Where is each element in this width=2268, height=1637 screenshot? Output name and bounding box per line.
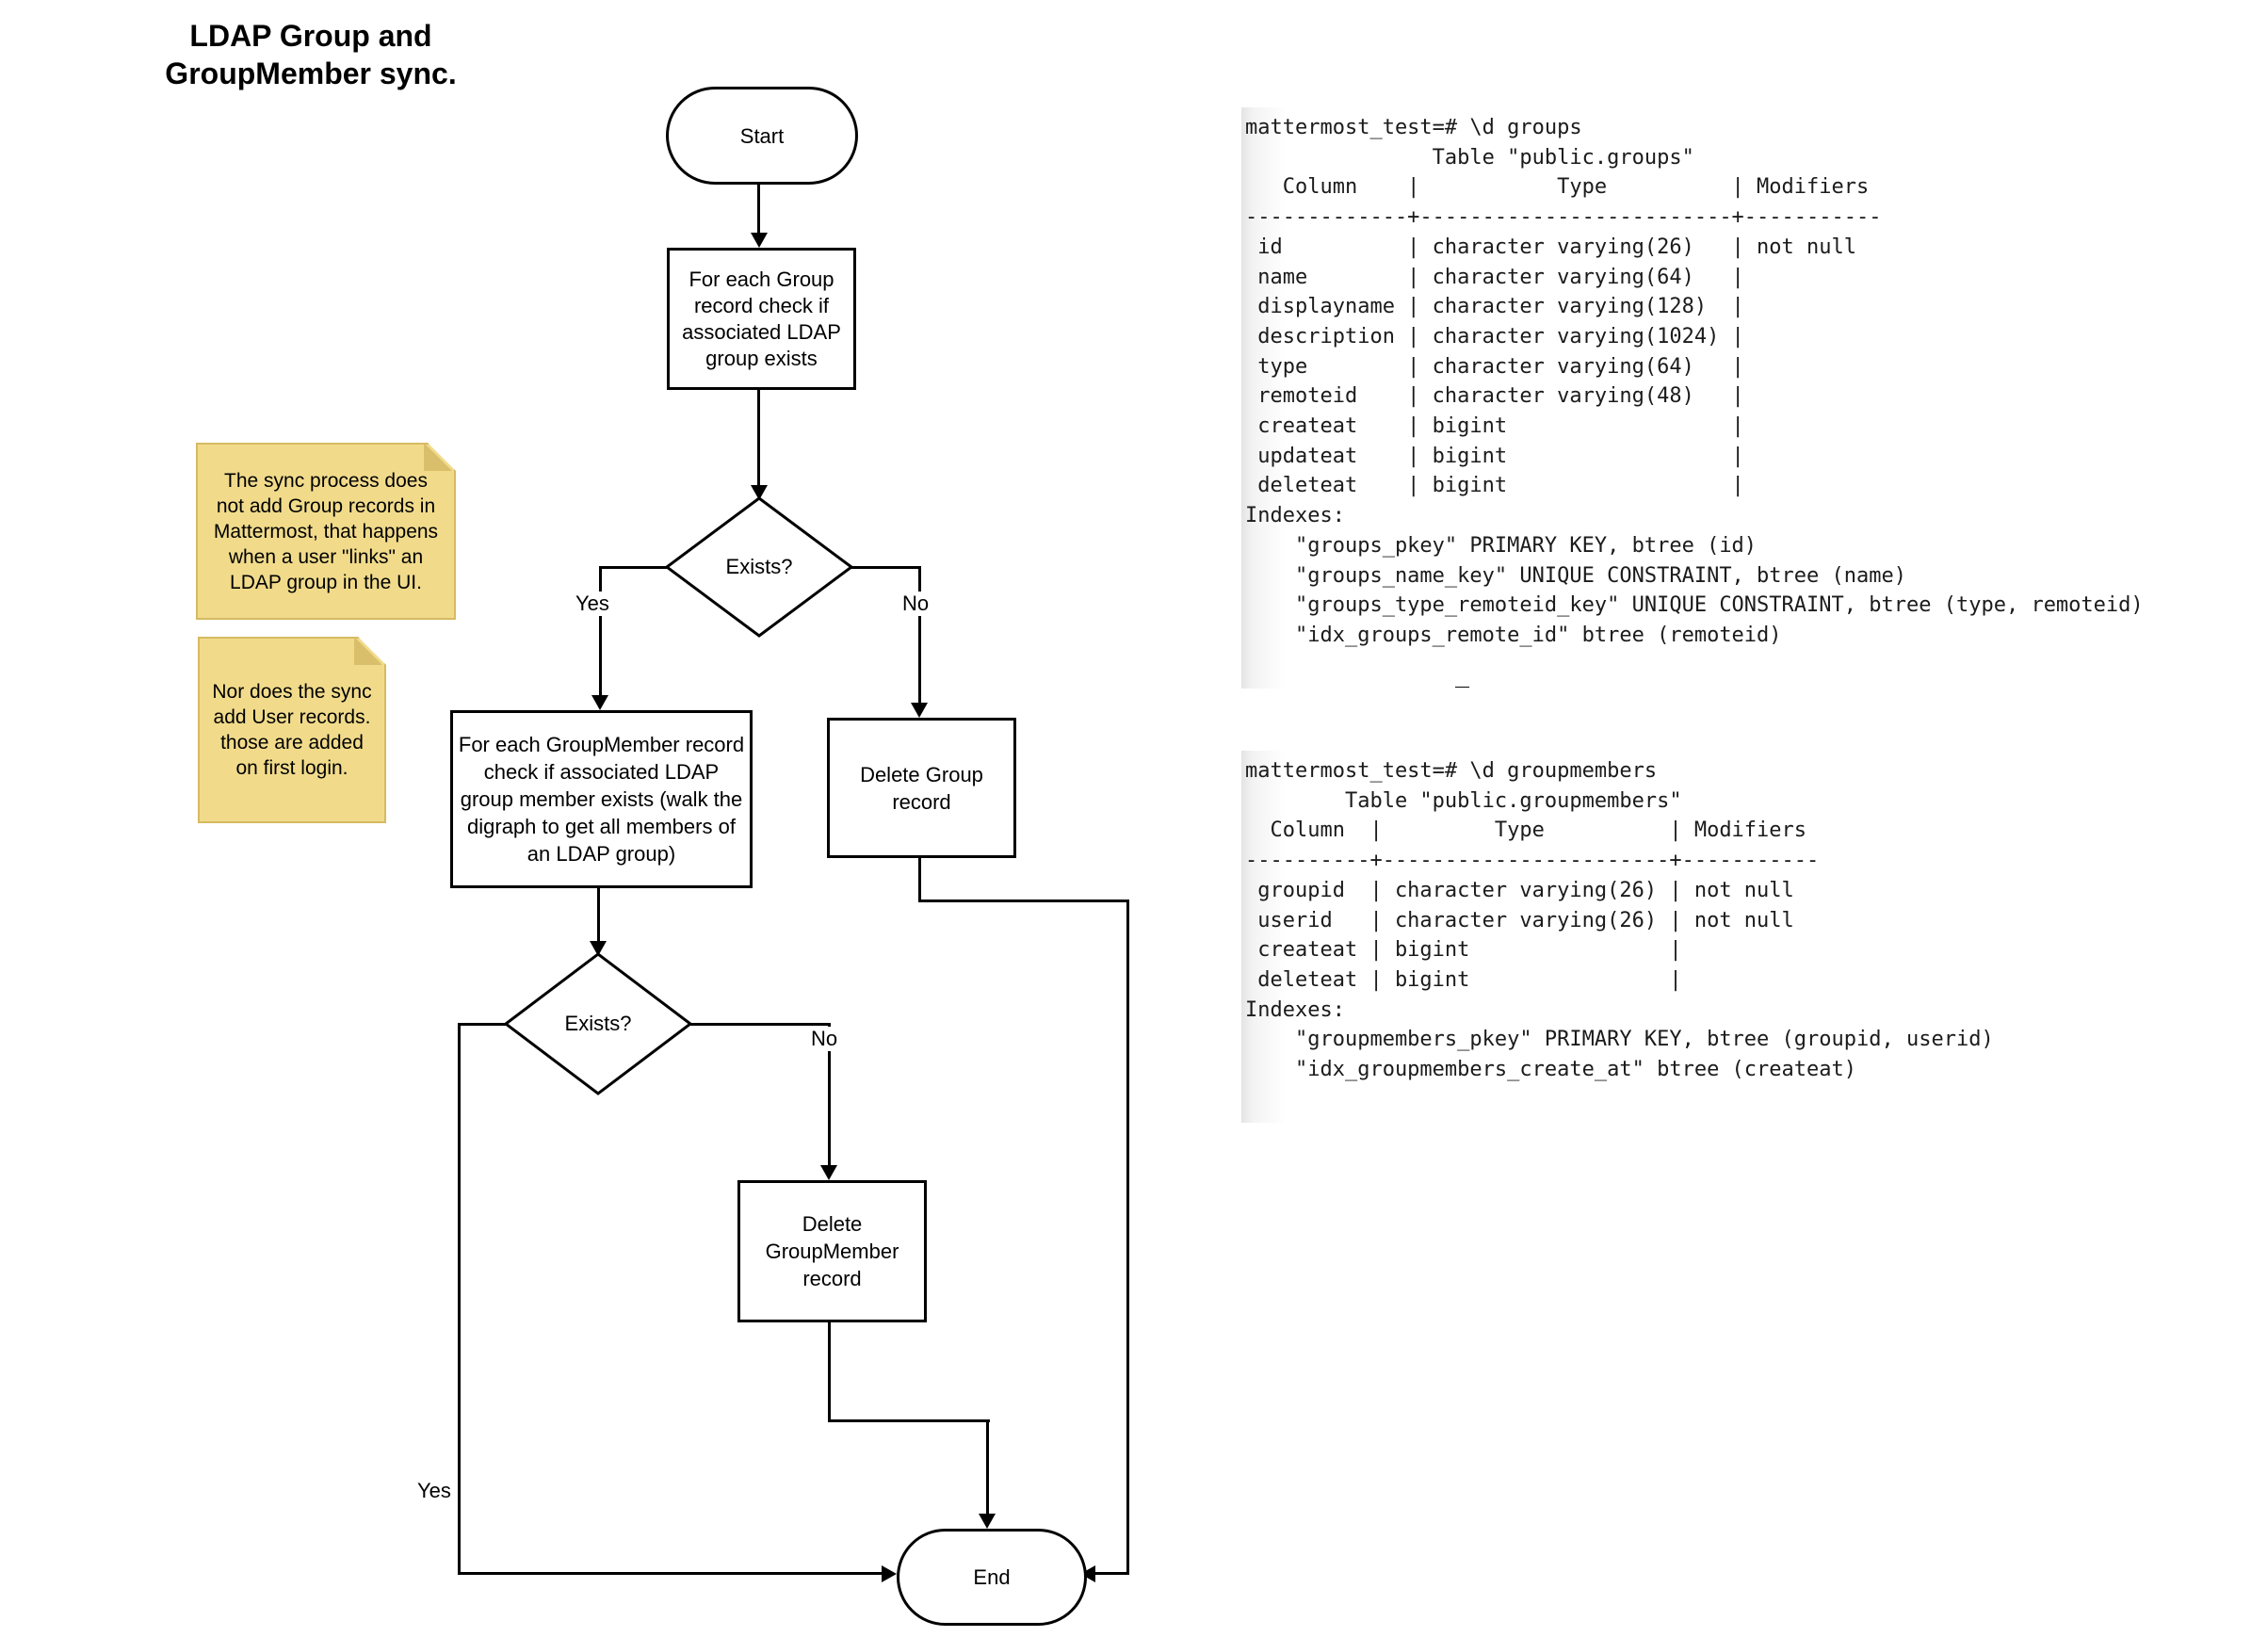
sticky-note-user-records: Nor does the sync add User records. thos… xyxy=(198,637,386,823)
arrowhead xyxy=(751,233,768,248)
edge-check-group-to-exists xyxy=(757,384,760,485)
arrowhead xyxy=(591,695,608,710)
edge-label-yes: Yes xyxy=(414,1479,454,1503)
arrowhead xyxy=(590,941,607,956)
flow-decision-exists-group xyxy=(664,496,854,638)
edge-start-to-check-group xyxy=(757,179,760,233)
arrowhead xyxy=(751,485,768,500)
page-title-line1: LDAP Group and xyxy=(189,19,432,53)
arrowhead xyxy=(911,703,928,718)
edge-delete-gm-right xyxy=(828,1419,990,1422)
edge-label-no: No xyxy=(808,1027,841,1051)
sticky-note-text: The sync process does not add Group reco… xyxy=(213,469,439,593)
flow-node-delete-groupmember: Delete GroupMember record xyxy=(737,1180,927,1322)
diamond-shape xyxy=(503,952,693,1095)
flow-decision-label: Exists? xyxy=(564,1012,632,1035)
edge-exists2-yes-horizontal xyxy=(459,1023,506,1026)
page-title: LDAP Group and GroupMember sync. xyxy=(127,17,494,92)
flow-node-start: Start xyxy=(666,87,858,185)
note-fold-corner xyxy=(424,443,452,471)
flow-node-check-group: For each Group record check if associate… xyxy=(667,248,856,390)
diamond-shape xyxy=(664,496,854,638)
sticky-note-group-records: The sync process does not add Group reco… xyxy=(196,443,456,620)
flow-node-label: Delete GroupMember record xyxy=(765,1212,899,1290)
edge-label-yes: Yes xyxy=(573,592,612,616)
flow-node-check-groupmember: For each GroupMember record check if ass… xyxy=(450,710,753,888)
edge-exists2-no-horizontal xyxy=(688,1023,830,1026)
flow-node-label: End xyxy=(973,1565,1011,1589)
edge-exists-no-vertical xyxy=(918,566,921,703)
flow-node-label: For each GroupMember record check if ass… xyxy=(458,733,745,866)
edge-delete-group-down xyxy=(918,852,921,902)
arrowhead xyxy=(820,1165,837,1180)
edge-delete-gm-to-end xyxy=(986,1419,989,1514)
sticky-note-text: Nor does the sync add User records. thos… xyxy=(212,681,372,779)
arrowhead xyxy=(979,1514,996,1529)
page-title-line2: GroupMember sync. xyxy=(165,57,457,90)
stray-underscore-mark: _ xyxy=(1455,660,1470,688)
flow-node-end: End xyxy=(897,1529,1087,1626)
flow-node-label: Delete Group record xyxy=(860,762,983,814)
edge-label-no: No xyxy=(899,592,932,616)
edge-exists2-yes-vertical xyxy=(458,1023,461,1575)
flow-decision-label: Exists? xyxy=(725,555,793,578)
flow-node-delete-group: Delete Group record xyxy=(827,718,1016,858)
edge-exists-yes-horizontal xyxy=(600,566,670,569)
edge-delete-gm-down xyxy=(828,1317,831,1422)
edge-delete-group-vertical xyxy=(1126,900,1129,1575)
edge-exists-yes-vertical xyxy=(599,566,602,695)
flow-decision-exists-groupmember xyxy=(503,952,693,1095)
note-fold-corner xyxy=(354,637,382,665)
edge-exists-no-horizontal xyxy=(850,566,921,569)
edge-delete-group-to-end xyxy=(1095,1572,1129,1575)
edge-yes-to-end xyxy=(459,1572,882,1575)
psql-groupmembers-output: mattermost_test=# \d groupmembers Table … xyxy=(1241,751,2085,1123)
arrowhead xyxy=(882,1565,897,1582)
psql-groups-output: mattermost_test=# \d groups Table "publi… xyxy=(1241,107,2187,689)
edge-exists2-no-vertical xyxy=(828,1023,831,1165)
edge-delete-group-right xyxy=(918,900,1129,902)
edge-check-gm-to-exists2 xyxy=(597,883,600,941)
flow-node-label: For each Group record check if associate… xyxy=(682,267,841,370)
flow-node-label: Start xyxy=(739,123,785,148)
